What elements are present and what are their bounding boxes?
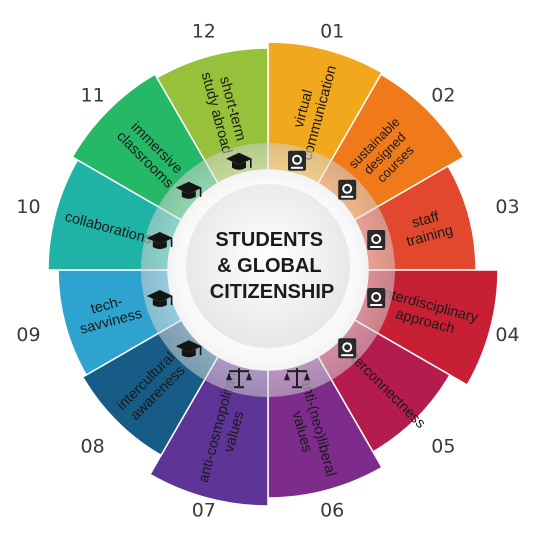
scales-icon [226,368,252,389]
numbers-layer: 01 02 03 04 05 06 07 08 09 10 11 12 [16,21,519,522]
segment-number: 06 [320,500,344,522]
graduation-cap-icon [146,290,173,307]
segment-number: 02 [431,85,455,107]
segment-number: 05 [431,435,455,457]
center-hub: STUDENTS & GLOBAL CITIZENSHIP [141,143,395,397]
segment-number: 10 [16,196,40,218]
segment-number: 03 [495,196,519,218]
hub-inner-circle [186,184,350,348]
graduation-cap-icon [175,340,202,358]
scales-icon [284,368,310,389]
segment-number: 04 [495,324,519,346]
certificate-icon [367,288,386,308]
segment-number: 12 [192,21,216,43]
segment-number: 08 [81,435,105,457]
segment-number: 11 [81,85,105,107]
certificate-icon [367,230,386,250]
segment-number: 01 [320,21,344,43]
center-title-line-3: CITIZENSHIP [210,281,334,303]
icons-layer [146,150,386,389]
segment-number: 07 [192,500,216,522]
graduation-cap-icon [146,232,173,249]
center-title-line-1: STUDENTS [215,229,323,251]
graduation-cap-icon [226,152,252,170]
segment-number: 09 [16,324,40,346]
certificate-icon [338,179,357,200]
center-title: STUDENTS & GLOBAL CITIZENSHIP [210,229,334,303]
graduation-cap-icon [175,181,202,199]
center-title-line-2: & GLOBAL [217,255,321,277]
certificate-icon [288,150,306,171]
segment-label-line: staff [410,209,441,232]
certificate-icon [338,338,357,359]
